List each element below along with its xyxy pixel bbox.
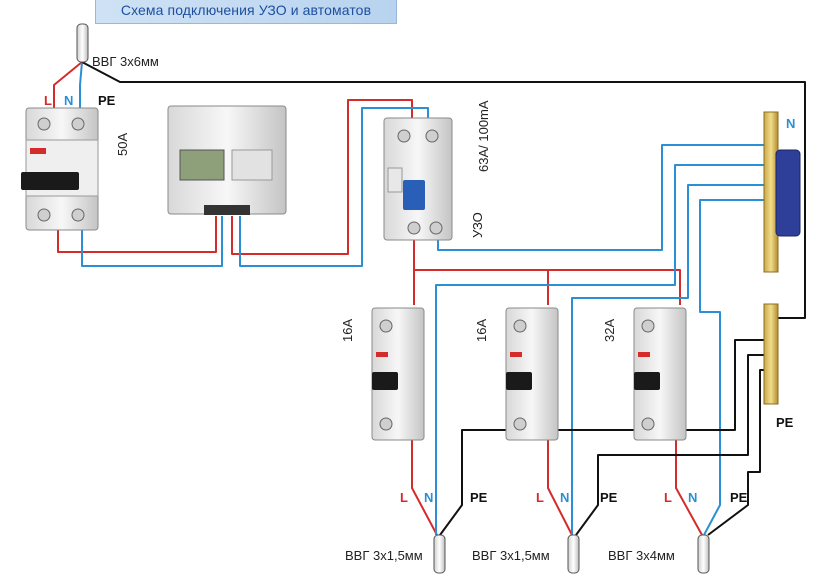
out2-l-label: L — [536, 490, 544, 505]
diagram-title: Схема подключения УЗО и автоматов — [120, 2, 372, 18]
neutral-bus-label: N — [786, 116, 795, 131]
out2-phase-wire — [547, 440, 573, 536]
breaker-2 — [505, 307, 559, 441]
phase-to-meter-wire — [57, 216, 217, 253]
rcd-phase-bus-wire — [413, 238, 681, 305]
out1-l-label: L — [400, 490, 408, 505]
out1-phase-wire — [411, 440, 438, 536]
pe-bus-label: PE — [776, 415, 794, 430]
input-cable-label: ВВГ 3х6мм — [92, 54, 159, 69]
out3-neutral-wire — [699, 199, 770, 536]
title-banner: Схема подключения УЗО и автоматов — [95, 0, 397, 24]
input-cable — [76, 23, 89, 63]
out3-cable-label: ВВГ 3х4мм — [608, 548, 675, 563]
main-breaker-50a — [21, 107, 99, 231]
breaker-2-rating: 16A — [474, 319, 489, 342]
rcd-neutral-out-wire — [437, 144, 770, 251]
out3-pe-wire — [707, 369, 770, 536]
out2-pe-label: PE — [600, 490, 618, 505]
out1-pe-label: PE — [470, 490, 488, 505]
input-pe-wire — [81, 61, 806, 319]
breaker-1-rating: 16A — [340, 319, 355, 342]
input-phase-wire — [53, 61, 83, 108]
out1-n-label: N — [424, 490, 433, 505]
out1-pe-wire — [439, 339, 770, 536]
out1-cable-label: ВВГ 3х1,5мм — [345, 548, 423, 563]
out2-pe-wire — [575, 354, 770, 536]
neutral-to-meter-wire — [81, 216, 223, 267]
out1-neutral-wire — [435, 164, 770, 535]
out3-l-label: L — [664, 490, 672, 505]
breaker-1 — [371, 307, 425, 441]
input-pe-label: PE — [98, 93, 116, 108]
input-n-label: N — [64, 93, 73, 108]
wires — [53, 61, 806, 536]
out2-cable-label: ВВГ 3х1,5мм — [472, 548, 550, 563]
input-neutral-wire — [79, 61, 83, 108]
out2-neutral-wire — [571, 184, 770, 535]
rcd-name: УЗО — [470, 212, 485, 238]
out3-n-label: N — [688, 490, 697, 505]
breaker-3 — [633, 307, 687, 441]
input-l-label: L — [44, 93, 52, 108]
output-cables — [433, 534, 710, 574]
main-breaker-rating: 50A — [115, 133, 130, 156]
breaker-3-rating: 32A — [602, 319, 617, 342]
meter-to-rcd-neutral-wire — [239, 107, 429, 267]
out3-pe-label: PE — [730, 490, 748, 505]
meter-to-rcd-phase-wire — [231, 99, 413, 255]
rcd-rating: 63A/ 100mA — [476, 100, 491, 172]
neutral-busbar — [763, 111, 801, 273]
rcd-device — [383, 117, 453, 241]
out2-n-label: N — [560, 490, 569, 505]
electricity-meter — [167, 105, 287, 215]
pe-busbar — [763, 303, 779, 405]
